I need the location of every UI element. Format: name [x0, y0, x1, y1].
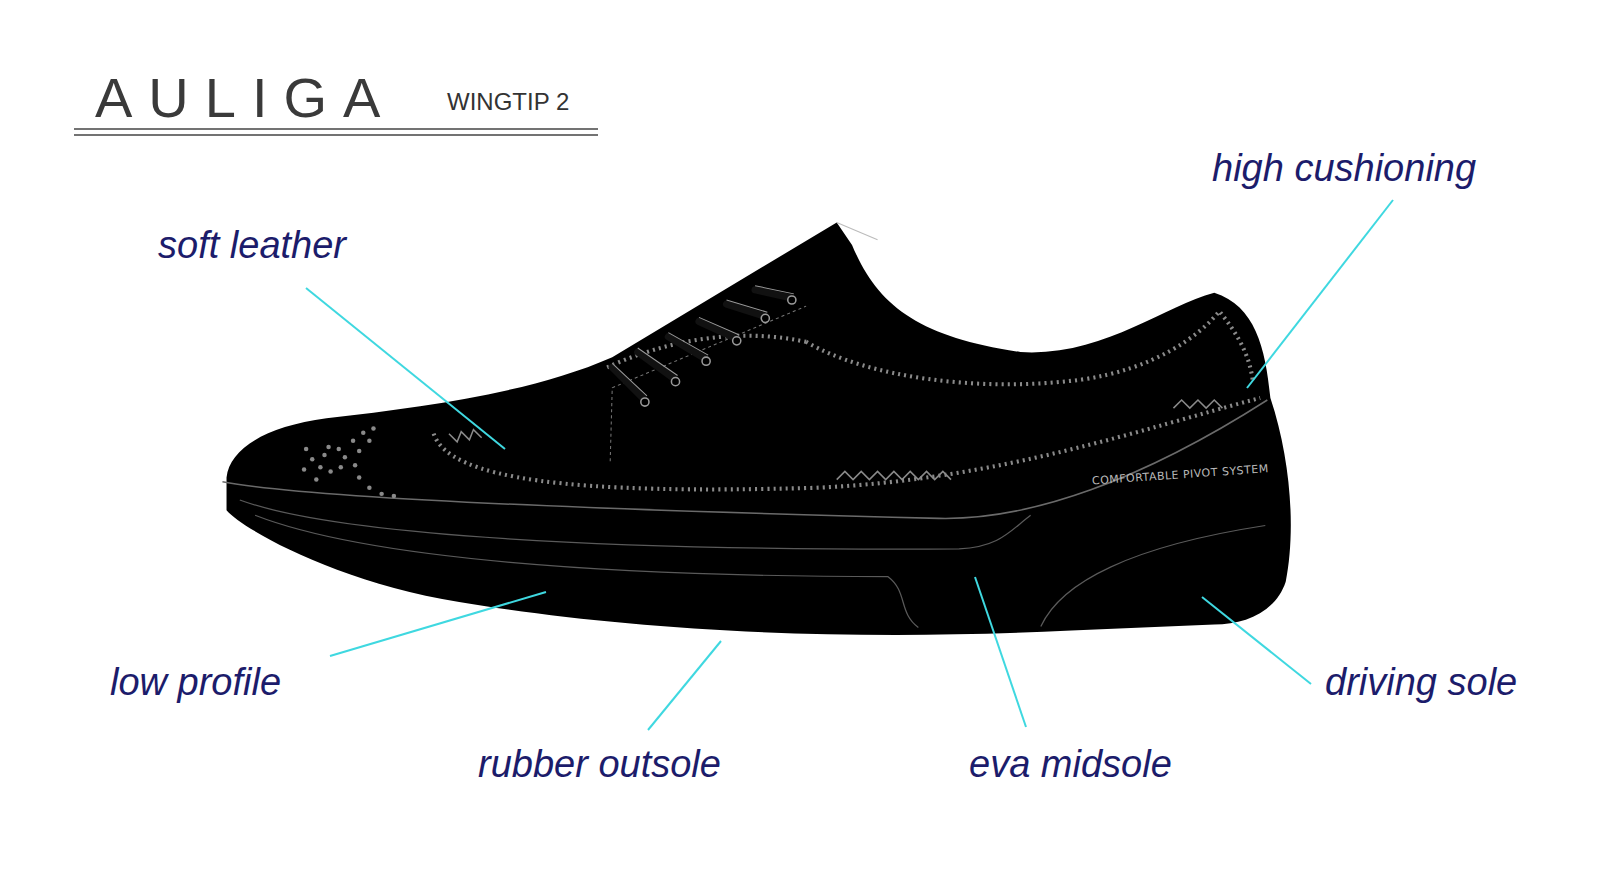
leader-line [1202, 597, 1311, 684]
part-label: high cushioning [1212, 147, 1476, 190]
shoe-silhouette [227, 222, 1291, 634]
toe-medallion [302, 426, 396, 498]
leader-lines [306, 200, 1393, 730]
tongue-edge [837, 222, 878, 239]
leader-line [1247, 200, 1393, 388]
laces-outline [612, 286, 794, 396]
laces [612, 290, 792, 400]
heel-line [1041, 526, 1265, 627]
part-label: soft leather [158, 224, 346, 267]
part-label: driving sole [1325, 661, 1517, 704]
model-name: WINGTIP 2 [447, 88, 569, 116]
eyelets [641, 296, 796, 406]
part-label: rubber outsole [478, 743, 721, 786]
leader-line [648, 641, 721, 730]
outsole-line [255, 515, 918, 627]
collar-brogue [806, 311, 1253, 384]
wingtip-zigzag [449, 400, 1222, 480]
part-label: eva midsole [969, 743, 1172, 786]
brand-title: AULIGA [95, 65, 396, 130]
upper-sole-seam [222, 400, 1267, 518]
leader-line [330, 592, 546, 656]
leader-line [306, 288, 505, 449]
leader-line [975, 577, 1026, 727]
part-label: low profile [110, 661, 281, 704]
outsole-line [240, 500, 1031, 549]
title-rule [74, 134, 598, 136]
